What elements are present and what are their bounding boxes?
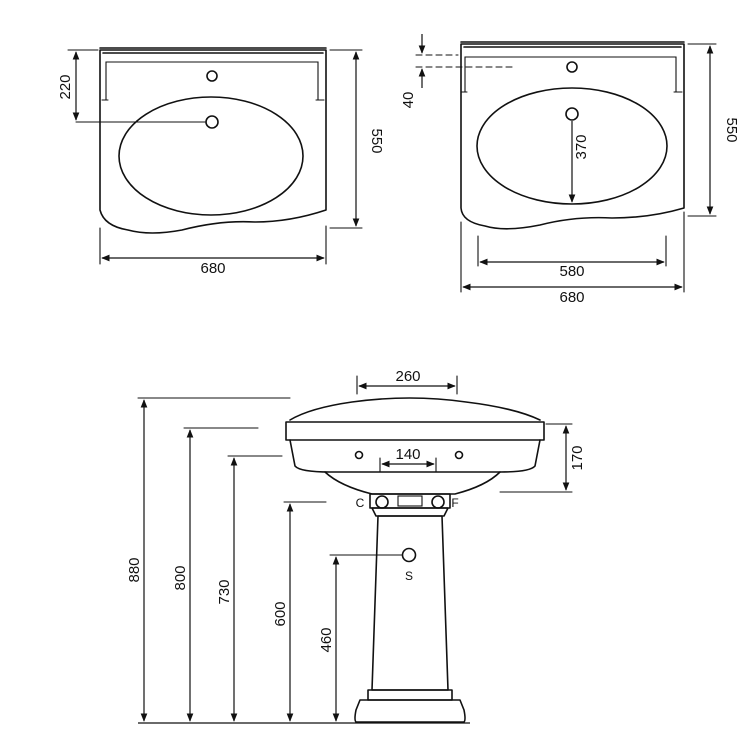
dim-label-730: 730 [216, 579, 233, 604]
drain-hole [205, 115, 219, 129]
dim-label-680: 680 [200, 260, 225, 277]
dim-label-680-right: 680 [559, 289, 584, 306]
fixing-hole-left [354, 450, 364, 460]
waste-outlet [401, 547, 417, 563]
dim-label-550: 550 [368, 128, 385, 153]
dim-width-680: 680 [99, 225, 327, 277]
tap-hole-right [566, 61, 578, 73]
basin-outline [99, 47, 327, 234]
tap-hole [206, 70, 218, 82]
cold-tap-connector [375, 495, 389, 509]
dim-label-220: 220 [57, 74, 74, 99]
basin-outline-right [460, 41, 685, 230]
drain-hole-right [565, 107, 579, 121]
basin-bowl-underside [324, 471, 501, 495]
dim-depth-550: 550 [329, 49, 385, 229]
dim-height-460: 460 [318, 554, 403, 722]
dim-label-800: 800 [172, 565, 189, 590]
dim-offset-220: 220 [57, 49, 99, 121]
dim-depth-550-right: 550 [687, 43, 740, 217]
label-waste: S [405, 569, 413, 583]
pedestal [354, 493, 466, 723]
fixing-hole-right [454, 450, 464, 460]
dim-height-730: 730 [216, 455, 283, 722]
dim-height-880: 880 [126, 397, 291, 722]
dim-width-680-right: 680 [460, 211, 685, 306]
side-elevation-view: C F S 880 800 730 600 [126, 368, 586, 724]
dim-label-460: 460 [318, 627, 335, 652]
dim-label-260: 260 [395, 368, 420, 385]
dim-label-580: 580 [559, 263, 584, 280]
top-left-plan-view: 680 550 220 [57, 47, 385, 277]
dim-spacing-140: 140 [379, 446, 437, 473]
dim-bowl-370: 370 [568, 121, 590, 203]
top-right-plan-view: 40 370 550 580 680 [400, 34, 740, 306]
dim-height-800: 800 [172, 427, 259, 722]
dim-label-370: 370 [573, 134, 590, 159]
basin-top-profile [285, 397, 545, 473]
dim-edge-40: 40 [400, 34, 517, 109]
dim-label-140: 140 [395, 446, 420, 463]
label-hot: F [451, 496, 458, 510]
hot-tap-connector [431, 495, 445, 509]
dim-label-550-right: 550 [723, 117, 740, 142]
dim-height-600: 600 [272, 501, 327, 722]
label-cold: C [356, 496, 365, 510]
dim-basin-170: 170 [499, 423, 586, 493]
dim-label-880: 880 [126, 557, 143, 582]
dim-inner-580: 580 [477, 235, 667, 280]
dim-label-170: 170 [569, 445, 586, 470]
dim-label-600: 600 [272, 601, 289, 626]
dim-label-40: 40 [400, 92, 417, 109]
dim-width-260: 260 [356, 368, 458, 395]
